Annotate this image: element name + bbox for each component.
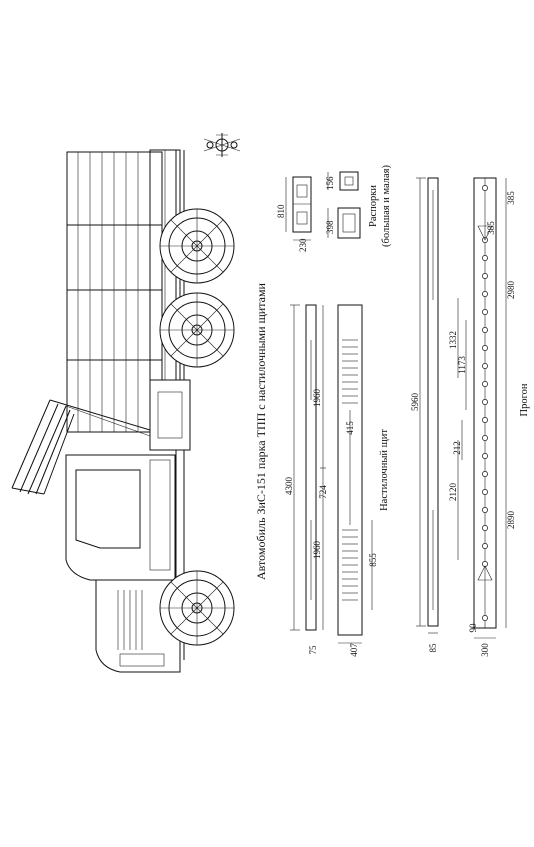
deck-dim-1960-top: 1960 xyxy=(312,389,322,408)
spacer-dim-156: 156 xyxy=(325,176,335,190)
girder-label: Прогон xyxy=(519,383,530,416)
deck-dim-415: 415 xyxy=(345,421,355,435)
girder-dim-1173: 1173 xyxy=(457,356,467,374)
emblem-icon xyxy=(203,133,241,157)
deck-panel-label: Настилочный щит xyxy=(379,429,390,511)
truck-drawing xyxy=(11,133,241,673)
spacer-dim-398: 398 xyxy=(325,220,335,234)
spacers-sublabel: (большая и малая) xyxy=(381,165,392,247)
girder-dim-2120: 2120 xyxy=(448,483,458,502)
spacer-dim-230: 230 xyxy=(298,238,308,252)
deck-dim-724: 724 xyxy=(318,485,328,499)
wheel-front xyxy=(159,570,235,646)
deck-dim-407: 407 xyxy=(349,643,359,657)
cargo-body xyxy=(66,149,181,441)
girder-dim-212: 212 xyxy=(452,441,462,455)
spacers-label: Распорки xyxy=(368,185,379,227)
drawing-title: Автомобиль ЗиС-151 парка ТПП с настилочн… xyxy=(254,282,268,580)
wheel-rear-1 xyxy=(159,208,235,284)
spacers-drawing xyxy=(285,171,361,241)
deck-dim-75: 75 xyxy=(308,645,318,655)
deck-panel-drawing xyxy=(290,304,373,644)
girder-dim-90: 90 xyxy=(468,623,478,633)
girder-dim-385-outer: 385 xyxy=(506,191,516,205)
tow-beams xyxy=(11,399,151,495)
girder-dim-85: 85 xyxy=(428,643,438,653)
girder-dim-385-inner: 385 xyxy=(486,221,496,235)
girder-dim-2890: 2890 xyxy=(506,511,516,530)
deck-dim-4300: 4300 xyxy=(284,477,294,496)
deck-dim-1960-bottom: 1960 xyxy=(312,541,322,560)
deck-dim-855: 855 xyxy=(368,553,378,567)
wheel-rear-2 xyxy=(159,292,235,368)
truck-hood xyxy=(95,579,181,673)
spacer-dim-810: 810 xyxy=(276,204,286,218)
girder-drawing xyxy=(416,177,507,639)
girder-dim-1332: 1332 xyxy=(448,331,458,349)
girder-dim-300: 300 xyxy=(480,643,490,657)
girder-dim-2980: 2980 xyxy=(506,281,516,300)
truck-cabin xyxy=(65,454,176,581)
girder-dim-5960: 5960 xyxy=(410,393,420,412)
